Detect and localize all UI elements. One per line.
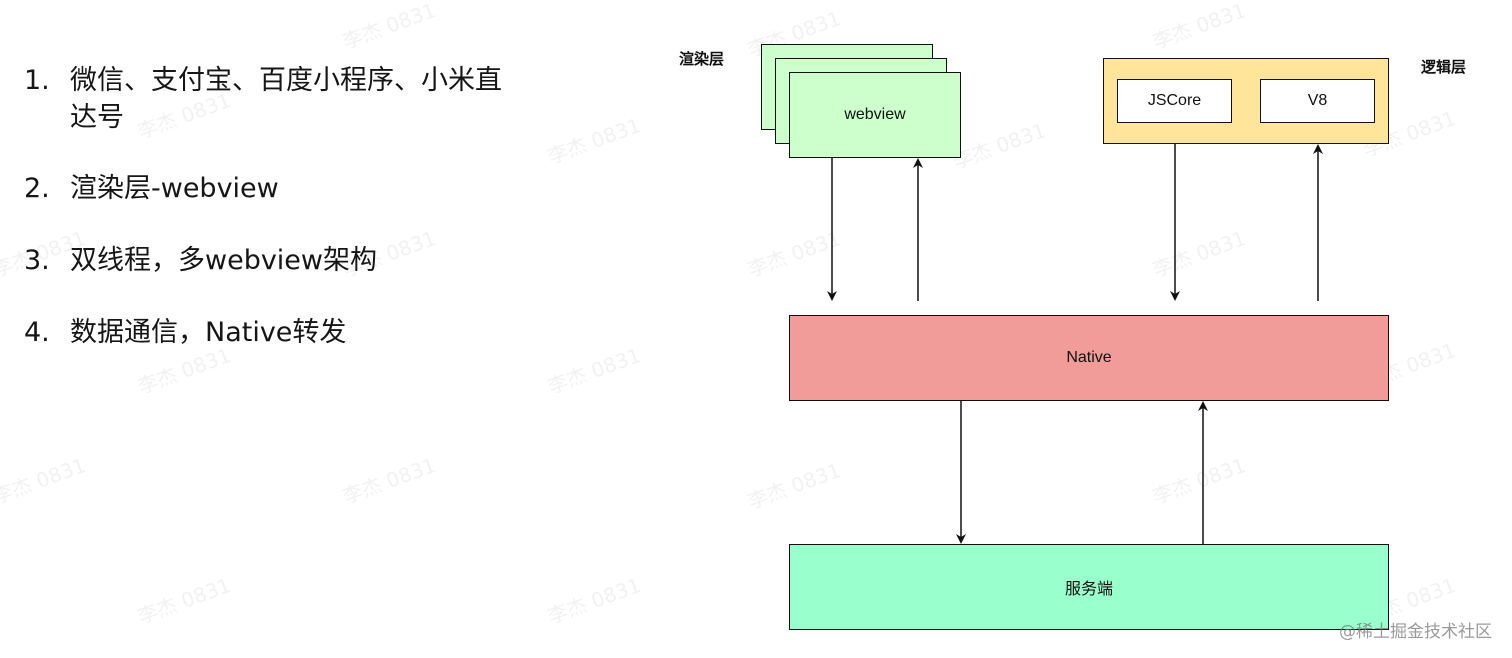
webview-label: webview xyxy=(844,106,906,123)
v8-label: V8 xyxy=(1307,92,1328,109)
list-text: 渲染层-webview xyxy=(70,173,279,204)
watermark-text: 李杰 0831 xyxy=(744,457,844,514)
watermark-text: 李杰 0831 xyxy=(949,117,1049,174)
webview-box: webview xyxy=(789,72,961,158)
watermark-text: 李杰 0831 xyxy=(339,0,439,54)
server-box: 服务端 xyxy=(789,544,1389,630)
list-number: 4. xyxy=(24,317,50,348)
list-item: 3. 双线程，多webview架构 xyxy=(24,242,520,279)
v8-box: V8 xyxy=(1260,79,1375,123)
watermark-text: 李杰 0831 xyxy=(744,225,844,282)
native-label: Native xyxy=(1066,349,1112,366)
watermark-text: 李杰 0831 xyxy=(544,112,644,169)
list-text: 微信、支付宝、百度小程序、小米直达号 xyxy=(70,65,502,133)
list-number: 1. xyxy=(24,65,50,96)
native-box: Native xyxy=(789,315,1389,401)
watermark-text: 李杰 0831 xyxy=(544,342,644,399)
server-label: 服务端 xyxy=(1064,581,1113,598)
watermark-text: 李杰 0831 xyxy=(1149,225,1249,282)
list-number: 3. xyxy=(24,245,50,276)
footer-credit: @稀土掘金技术社区 xyxy=(1339,622,1492,642)
jscore-label: JSCore xyxy=(1147,92,1202,109)
list-item: 2. 渲染层-webview xyxy=(24,170,520,207)
jscore-box: JSCore xyxy=(1117,79,1232,123)
watermark-text: 李杰 0831 xyxy=(544,572,644,629)
list-item: 1. 微信、支付宝、百度小程序、小米直达号 xyxy=(24,62,520,136)
list-number: 2. xyxy=(24,173,50,204)
watermark-text: 李杰 0831 xyxy=(134,572,234,629)
watermark-text: 李杰 0831 xyxy=(339,452,439,509)
render-layer-label: 渲染层 xyxy=(679,50,725,68)
list-text: 数据通信，Native转发 xyxy=(70,317,347,348)
list-text: 双线程，多webview架构 xyxy=(70,245,378,276)
watermark-text: 李杰 0831 xyxy=(1149,452,1249,509)
list-item: 4. 数据通信，Native转发 xyxy=(24,314,520,351)
watermark-text: 李杰 0831 xyxy=(0,452,89,509)
watermark-text: 李杰 0831 xyxy=(1149,0,1249,54)
logic-layer-label: 逻辑层 xyxy=(1421,58,1467,76)
